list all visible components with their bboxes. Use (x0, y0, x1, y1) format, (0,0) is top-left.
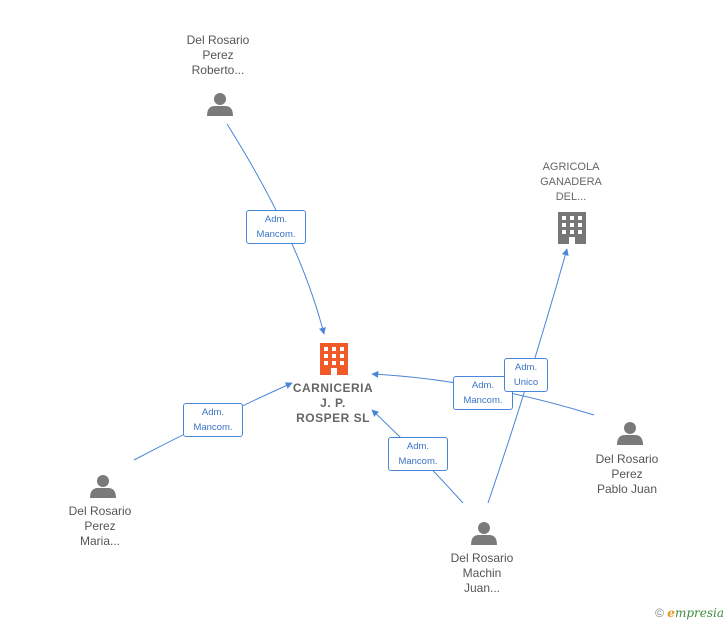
person-icon-maria[interactable] (90, 475, 116, 498)
edge-label-line: Adm. (264, 214, 288, 225)
edge-label-line: Mancom. (193, 422, 233, 433)
edge-label-line: Adm. (406, 441, 430, 452)
building-icon-main[interactable] (320, 343, 348, 375)
edge-label-juan-agricola[interactable]: Adm. Unico (504, 358, 548, 392)
label-line: Roberto... (191, 63, 245, 77)
edge-label-line: Mancom. (398, 456, 438, 467)
label-line: Del Rosario (595, 452, 659, 466)
label-line: Pablo Juan (596, 482, 658, 496)
copyright-symbol: © (655, 606, 664, 620)
edge-label-line: Adm. (514, 362, 538, 373)
empresia-logo[interactable]: © empresia (655, 606, 724, 620)
label-line: Del Rosario (450, 551, 514, 565)
label-line: AGRICOLA (542, 161, 600, 173)
label-line: Perez (84, 519, 116, 533)
label-line: Del Rosario (186, 33, 250, 47)
label-line: Juan... (463, 581, 501, 595)
person-icon-roberto[interactable] (207, 93, 233, 116)
edge-label-pablo-main[interactable]: Adm. Mancom. (453, 376, 513, 410)
label-line: DEL... (555, 191, 587, 203)
building-icon-agricola[interactable] (558, 212, 586, 244)
edge-label-maria-main[interactable]: Adm. Mancom. (183, 403, 243, 437)
label-line: GANADERA (540, 176, 602, 188)
node-label-roberto[interactable]: Del Rosario Perez Roberto... (153, 33, 283, 78)
edge-label-line: Mancom. (463, 395, 503, 406)
label-line: Del Rosario (68, 504, 132, 518)
node-label-pablo[interactable]: Del Rosario Perez Pablo Juan (562, 452, 692, 497)
label-line: Machin (462, 566, 502, 580)
label-line: Perez (611, 467, 643, 481)
label-line: J. P. (320, 396, 346, 410)
person-icon-juan[interactable] (471, 522, 497, 545)
edge-label-line: Unico (513, 377, 539, 388)
node-label-juan[interactable]: Del Rosario Machin Juan... (417, 551, 547, 596)
label-line: Maria... (79, 534, 120, 548)
label-line: Perez (202, 48, 234, 62)
person-icon-pablo[interactable] (617, 422, 643, 445)
label-line: ROSPER SL (296, 411, 370, 425)
node-label-main[interactable]: CARNICERIA J. P. ROSPER SL (268, 381, 398, 426)
edge-label-line: Adm. (201, 407, 225, 418)
edge-label-juan-main[interactable]: Adm. Mancom. (388, 437, 448, 471)
edge-label-line: Mancom. (256, 229, 296, 240)
brand-name: mpresia (674, 606, 724, 620)
brand-initial: e (667, 606, 675, 620)
edge-label-line: Adm. (471, 380, 495, 391)
edge-label-roberto-main[interactable]: Adm. Mancom. (246, 210, 306, 244)
node-label-maria[interactable]: Del Rosario Perez Maria... (35, 504, 165, 549)
node-label-agricola[interactable]: AGRICOLA GANADERA DEL... (506, 160, 636, 205)
label-line: CARNICERIA (292, 381, 374, 395)
